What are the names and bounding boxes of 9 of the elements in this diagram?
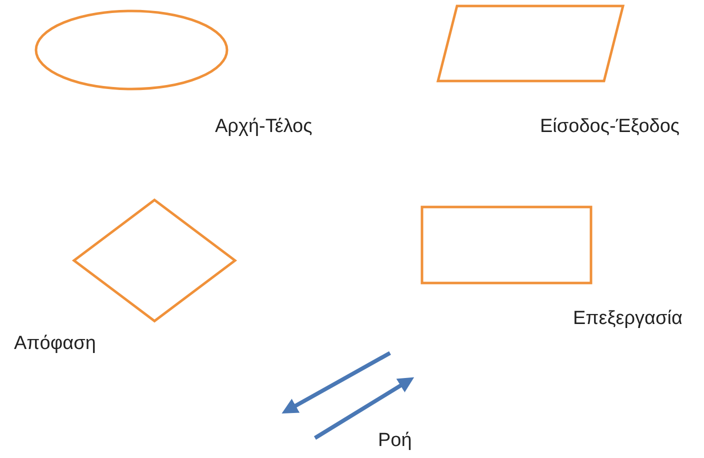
flow-caption: Ροή	[378, 430, 412, 452]
process-rectangle	[421, 206, 592, 284]
shape-caption: Απόφαση	[14, 333, 96, 355]
shape-caption: Επεξεργασία	[573, 308, 682, 330]
terminal-ellipse	[35, 10, 228, 90]
decision-diamond	[73, 199, 236, 322]
input-output-parallelogram	[437, 5, 624, 82]
shape-caption: Αρχή-Τέλος	[215, 116, 312, 138]
shape-caption: Είσοδος-Έξοδος	[540, 116, 680, 138]
